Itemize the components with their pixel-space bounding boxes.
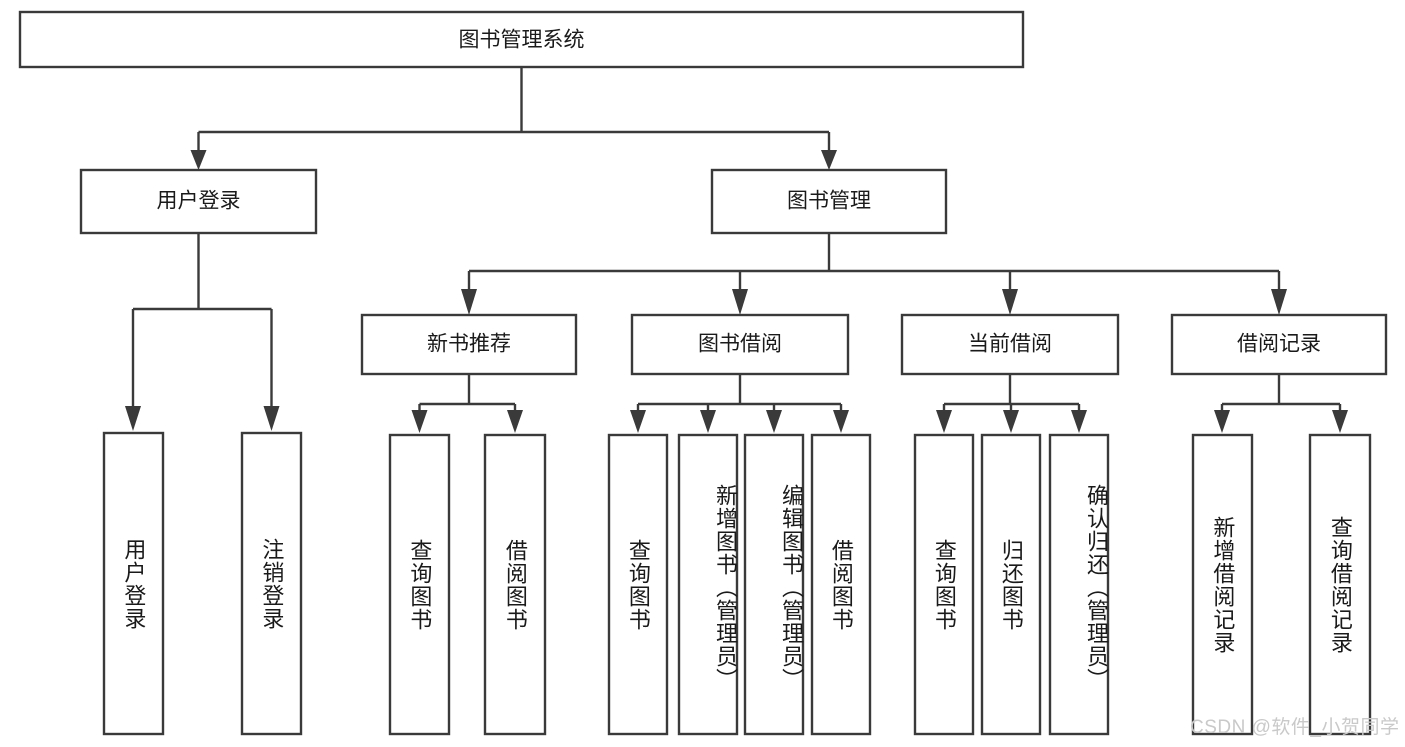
node-user-login-box[interactable] <box>79 168 318 235</box>
node-book-mgmt-label: 图书管理 <box>787 190 871 213</box>
node-new-book-rec-box[interactable] <box>360 313 578 376</box>
connectors-layer <box>125 67 1348 433</box>
node-user-login-label: 用户登录 <box>157 190 241 213</box>
arrow-to-leaf-return-book <box>1003 410 1019 433</box>
arrow-to-book-mgmt <box>821 150 837 170</box>
leaf-box-return-book[interactable] <box>980 433 1042 736</box>
leaf-box-edit-book[interactable] <box>743 433 805 736</box>
node-book-borrow-label: 图书借阅 <box>698 333 782 356</box>
node-book-borrow-box[interactable] <box>630 313 850 376</box>
arrow-to-borrow-record <box>1271 289 1287 315</box>
leaf-box-add-book[interactable] <box>677 433 739 736</box>
leaf-box-query-book-1[interactable] <box>388 433 451 736</box>
arrow-to-leaf-add-book <box>700 410 716 433</box>
arrow-to-leaf-query-record <box>1332 410 1348 433</box>
node-current-borrow-box[interactable] <box>900 313 1120 376</box>
arrow-to-leaf-edit-book <box>766 410 782 433</box>
node-root-box[interactable] <box>18 10 1025 69</box>
arrow-to-leaf-user-login <box>125 406 141 431</box>
arrow-to-leaf-query-book-1 <box>411 410 428 433</box>
node-current-borrow-label: 当前借阅 <box>968 333 1052 356</box>
leaf-box-user-login[interactable] <box>102 431 165 736</box>
arrow-to-leaf-add-record <box>1214 410 1230 433</box>
arrow-to-user-login <box>190 150 207 170</box>
leaf-box-query-book-2[interactable] <box>607 433 669 736</box>
arrow-to-book-borrow <box>732 289 748 315</box>
leaf-box-query-record[interactable] <box>1308 433 1372 736</box>
leaf-box-borrow-book-2[interactable] <box>810 433 872 736</box>
arrow-to-leaf-confirm-return <box>1071 410 1087 433</box>
arrow-to-leaf-query-book-2 <box>630 410 646 433</box>
node-book-mgmt-box[interactable] <box>710 168 948 235</box>
arrow-to-leaf-borrow-book-2 <box>833 410 849 433</box>
leaf-box-query-book-3[interactable] <box>913 433 975 736</box>
csdn-watermark: CSDN @软件_小贺同学 <box>1190 717 1400 738</box>
arrow-to-leaf-query-book-3 <box>936 410 952 433</box>
node-borrow-record-label: 借阅记录 <box>1237 333 1321 356</box>
node-new-book-rec-label: 新书推荐 <box>427 333 511 356</box>
arrow-to-leaf-borrow-book-1 <box>507 410 523 433</box>
nodes-layer: 图书管理系统 用户登录 图书管理 新书推荐 图书借阅 当前借阅 借阅记录 <box>18 10 1388 736</box>
leaf-box-borrow-book-1[interactable] <box>483 433 547 736</box>
node-root-label: 图书管理系统 <box>459 29 585 52</box>
leaf-box-confirm-return[interactable] <box>1048 433 1110 736</box>
arrow-to-current-borrow <box>1002 289 1018 315</box>
leaf-box-logout[interactable] <box>240 431 303 736</box>
leaf-box-add-record[interactable] <box>1191 433 1254 736</box>
arrow-to-leaf-logout <box>263 406 280 431</box>
arrow-to-new-book-rec <box>461 289 477 315</box>
node-borrow-record-box[interactable] <box>1170 313 1388 376</box>
